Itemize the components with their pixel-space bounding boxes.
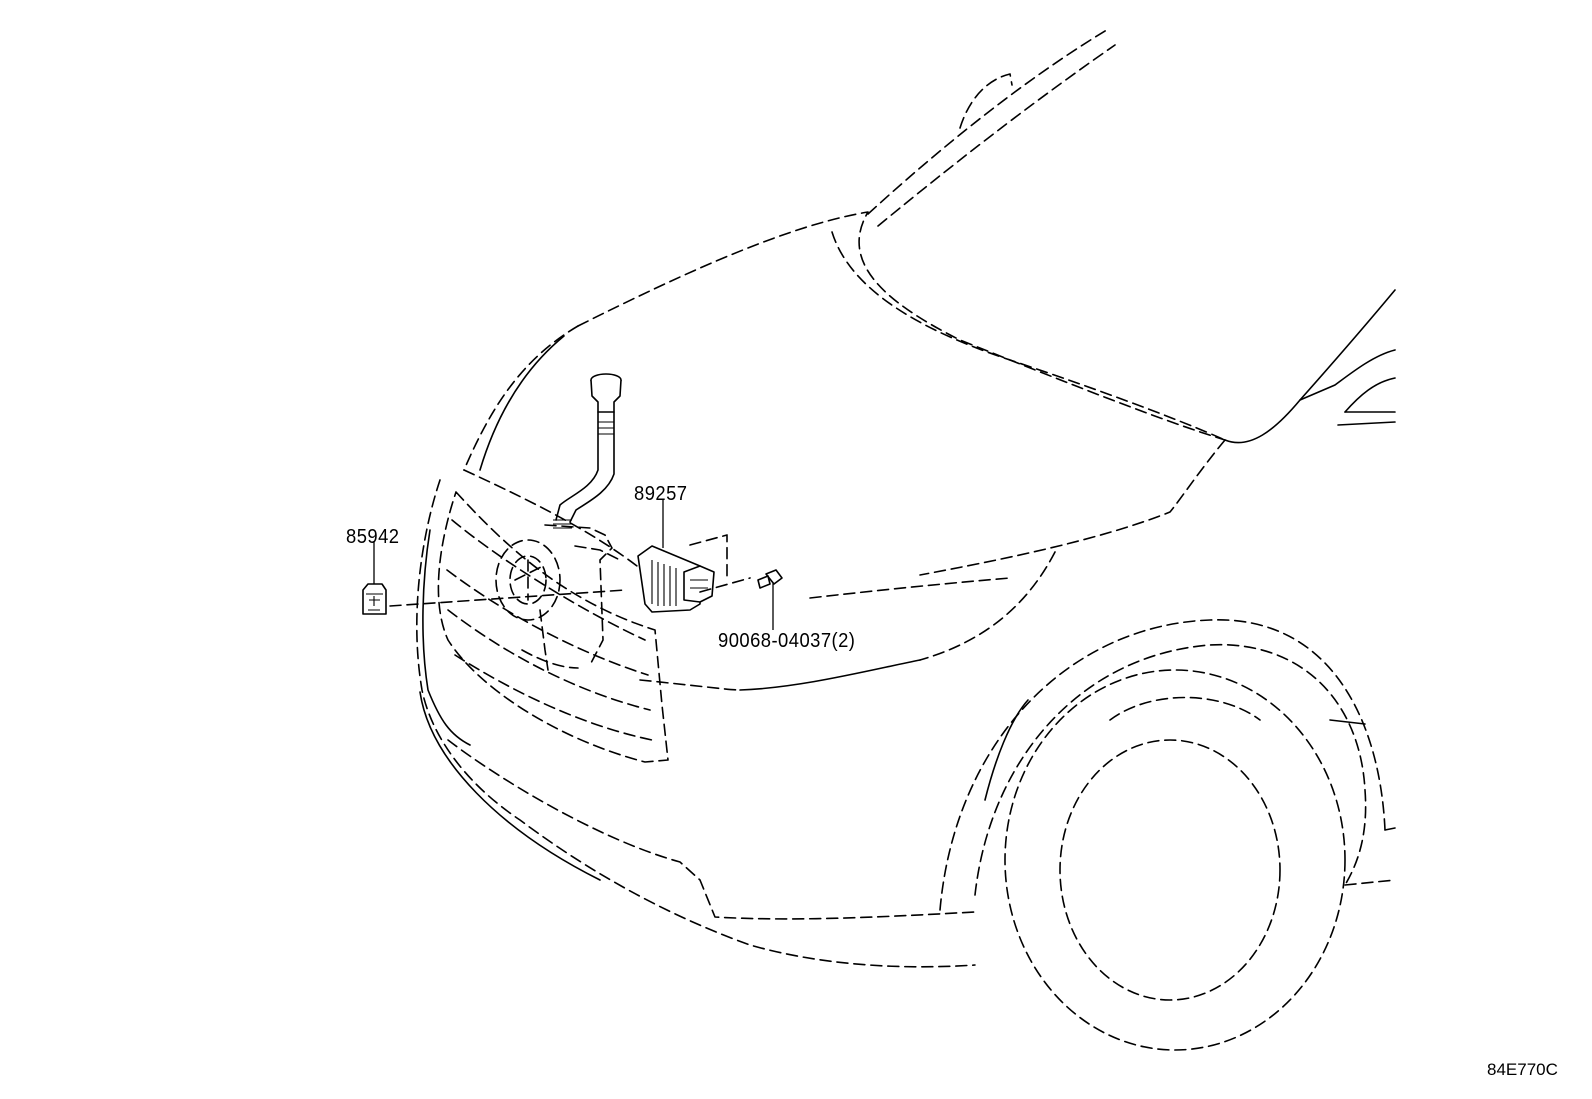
fender-outline [639, 289, 1396, 691]
illustration-code: 84E770C [1487, 1060, 1558, 1079]
part-89257-sensor [637, 500, 751, 613]
hood-outline [463, 211, 1226, 586]
wheel-outline [939, 619, 1396, 1051]
windshield-outline [867, 27, 1116, 227]
radiator-support-outline [521, 524, 621, 671]
part-number-85942: 85942 [346, 526, 400, 548]
part-85942-clip [362, 541, 626, 615]
washer-filler-pipe [553, 373, 622, 529]
bumper-outline [416, 479, 976, 968]
part-number-90068-04037: 90068-04037(2) [718, 630, 856, 652]
grille-outline [437, 491, 669, 763]
part-number-89257: 89257 [634, 483, 688, 505]
part-90068-bolt [757, 569, 783, 630]
